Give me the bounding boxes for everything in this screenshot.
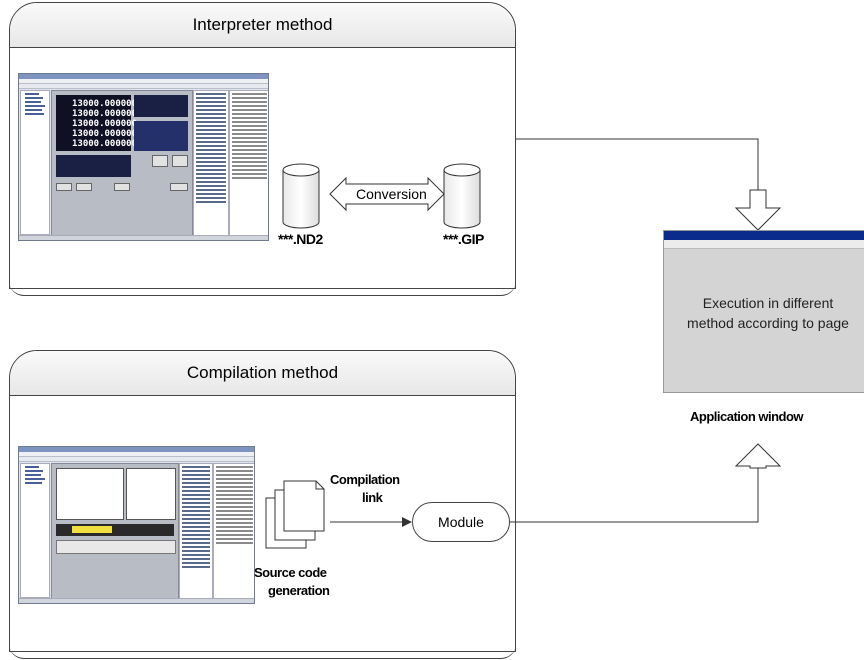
module-node: Module [412,502,510,542]
compilation-link-label-1: Compilation [330,472,400,487]
gip-label: ***.GIP [443,231,484,247]
nd2-label: ***.ND2 [278,231,323,247]
interpreter-title: Interpreter method [10,3,515,48]
application-window: Execution in different method according … [663,230,864,393]
conversion-arrow [329,176,445,212]
execution-message: Execution in different method according … [687,295,849,331]
lcd-value: 13000.000000 [72,109,138,119]
gip-database-icon [443,163,481,229]
source-documents-icon [265,480,325,549]
up-arrow-icon [734,443,782,469]
lcd-value: 13000.000000 [72,129,138,139]
nd2-database-icon [282,163,320,229]
arrowhead-icon [402,517,412,527]
lcd-value: 13000.000000 [72,99,138,109]
conversion-label: Conversion [356,186,427,202]
down-arrow-icon [734,189,782,231]
compilation-link-label-2: link [362,490,383,505]
application-window-caption: Application window [690,409,804,424]
lcd-value: 13000.000000 [72,139,138,149]
source-code-label-1: Source code [254,565,327,580]
source-code-label-2: generation [268,583,330,598]
interpreter-ide-screenshot: 13000.000000 13000.000000 13000.000000 1… [18,73,269,241]
compilation-title: Compilation method [10,351,515,396]
lcd-value: 13000.000000 [72,119,138,129]
compilation-ide-screenshot [18,446,255,604]
